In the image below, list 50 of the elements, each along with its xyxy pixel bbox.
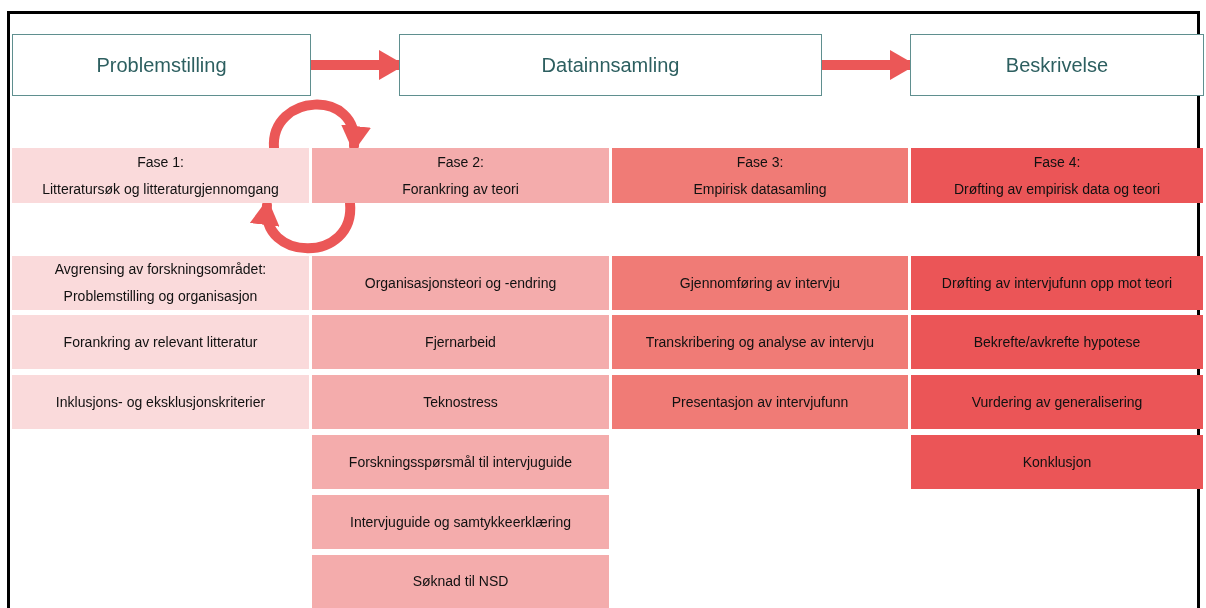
- phase-number: Fase 2:: [437, 152, 484, 172]
- task-box: [312, 495, 609, 549]
- task-text: Transkribering og analyse av intervju: [645, 332, 875, 352]
- task-text: Presentasjon av intervjufunn: [671, 392, 849, 412]
- task-text: Gjennomføring av intervju: [679, 273, 841, 293]
- phase-number: Fase 1:: [137, 152, 184, 172]
- task-box: [12, 375, 309, 429]
- task-box: [12, 256, 309, 310]
- phase-title: Drøfting av empirisk data og teori: [953, 179, 1161, 199]
- phase-header: [312, 148, 609, 203]
- task-text: Søknad til NSD: [412, 572, 509, 592]
- task-text: Konklusjon: [1022, 452, 1092, 472]
- task-box: [911, 375, 1203, 429]
- task-box: [312, 435, 609, 489]
- task-box: [911, 256, 1203, 310]
- task-text: Teknostress: [423, 392, 498, 412]
- task-box: [612, 375, 908, 429]
- task-text: Drøfting av intervjufunn opp mot teori: [941, 273, 1173, 293]
- stage-title: Problemstilling: [96, 53, 227, 77]
- phase-header: [12, 148, 309, 203]
- task-text: Inklusjons- og eksklusjonskriterier: [55, 392, 266, 412]
- task-box: [312, 375, 609, 429]
- stage-box: [910, 34, 1204, 96]
- stage-box: [12, 34, 311, 96]
- stage-title: Datainnsamling: [541, 53, 680, 77]
- task-text: Avgrensing av forskningsområdet: Problemstilling og organisasjon: [53, 260, 268, 306]
- phase-header: [911, 148, 1203, 203]
- task-box: [911, 435, 1203, 489]
- task-text: Forankring av relevant litteratur: [63, 332, 258, 352]
- phase-number: Fase 4:: [1033, 152, 1081, 172]
- task-text: Forskningsspørsmål til intervjuguide: [348, 452, 573, 472]
- stage-box: [399, 34, 822, 96]
- task-box: [12, 315, 309, 369]
- phase-header: [612, 148, 908, 203]
- task-text: Fjernarbeid: [425, 332, 496, 352]
- task-box: [911, 315, 1203, 369]
- stage-title: Beskrivelse: [1005, 53, 1109, 77]
- task-box: [612, 256, 908, 310]
- task-text: Vurdering av generalisering: [971, 392, 1143, 412]
- task-box: [312, 315, 609, 369]
- task-box: [312, 555, 609, 608]
- task-text: Bekrefte/avkrefte hypotese: [973, 332, 1141, 352]
- task-box: [612, 315, 908, 369]
- task-text: Intervjuguide og samtykkeerklæring: [350, 512, 571, 532]
- phase-title: Empirisk datasamling: [693, 179, 827, 199]
- phase-title: Forankring av teori: [402, 179, 519, 199]
- phase-number: Fase 3:: [736, 152, 784, 172]
- task-text: Organisasjonsteori og -endring: [364, 273, 557, 293]
- task-box: [312, 256, 609, 310]
- phase-title: Litteratursøk og litteraturgjennomgang: [42, 179, 279, 199]
